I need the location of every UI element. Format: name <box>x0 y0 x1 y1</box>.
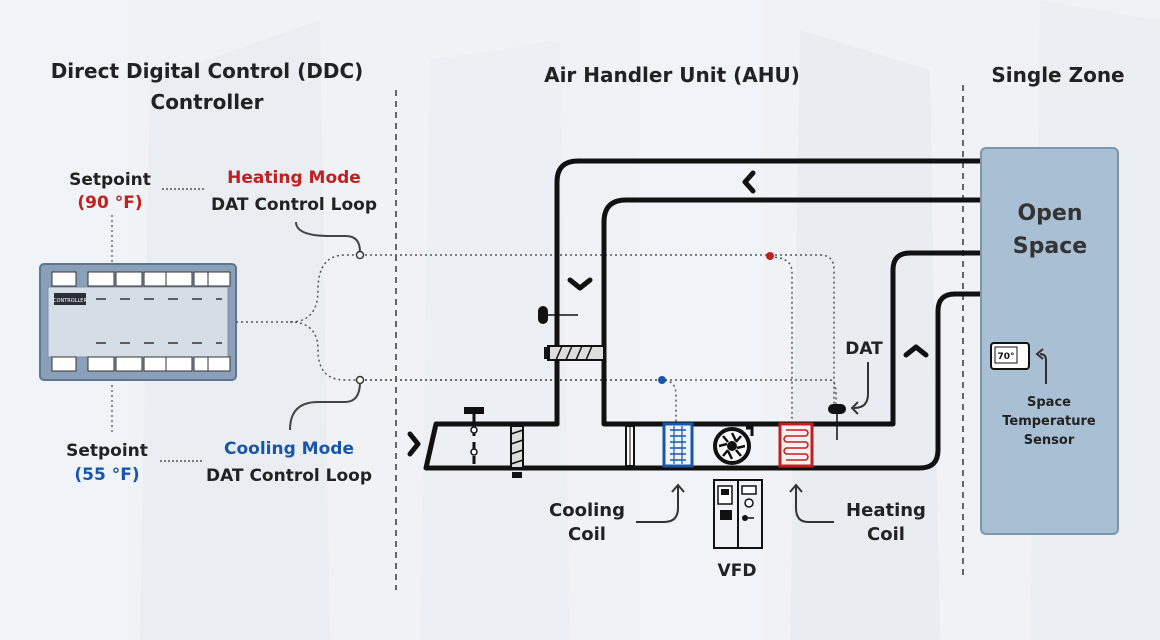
vfd-label: VFD <box>718 561 757 581</box>
outside-air-arrow-icon <box>407 431 421 457</box>
heating-mode-label: Heating Mode <box>227 168 361 188</box>
zone-panel <box>980 147 1119 535</box>
cooling-coil-callout-arrow <box>636 486 679 523</box>
ahu-title: Air Handler Unit (AHU) <box>544 63 800 87</box>
heating-coil <box>778 422 814 468</box>
heating-coil-callout-arrow <box>795 486 834 523</box>
return-down-arrow-icon <box>567 277 593 291</box>
ddc-title-line2: Controller <box>151 90 264 114</box>
heating-loop-label: DAT Control Loop <box>211 195 377 215</box>
heating-loop-node <box>355 250 365 260</box>
supply-duct-outer <box>423 291 988 471</box>
return-duct-inner <box>601 197 988 427</box>
sensor-label-line3: Sensor <box>1024 433 1075 448</box>
cooling-coil <box>662 422 694 468</box>
prefilter <box>625 425 635 467</box>
zone-space-line1: Open <box>1017 201 1082 226</box>
supply-up-arrow-icon <box>903 344 929 358</box>
terminal-strip-bottom <box>87 356 231 372</box>
heating-coil-label-line1: Heating <box>846 500 926 521</box>
sensor-label-line2: Temperature <box>1002 414 1096 429</box>
heating-loop-callout <box>295 221 361 253</box>
cooling-coil-label-line1: Cooling <box>549 500 625 521</box>
dat-signal <box>360 379 837 410</box>
vfd-cabinet <box>713 479 763 549</box>
return-air-arrow-icon <box>742 170 756 194</box>
controller-screen-label: CONTROLLER <box>53 298 87 304</box>
heating-signal-dot <box>766 252 774 260</box>
thermostat-reading: 70° <box>997 352 1014 362</box>
heating-signal-path <box>360 254 835 410</box>
dat-label: DAT <box>845 339 883 359</box>
cooling-loop-node <box>355 375 365 385</box>
return-duct-outer <box>554 158 988 427</box>
heating-setpoint-label: Setpoint <box>69 170 151 190</box>
return-air-damper <box>544 345 605 361</box>
dat-callout-arrowhead-icon <box>850 401 859 415</box>
terminal-strip-top <box>87 271 231 287</box>
cooling-signal-dot <box>658 376 666 384</box>
zone-title: Single Zone <box>991 63 1124 87</box>
cooling-setpoint-value: (55 °F) <box>74 465 139 485</box>
cooling-callout-arrowhead-icon <box>671 483 685 493</box>
thermostat-callout-arrowhead-icon <box>1035 348 1044 360</box>
dat-sensor <box>828 404 846 440</box>
cooling-coil-label-line2: Coil <box>568 524 606 545</box>
cooling-signal-path <box>360 379 677 422</box>
cooling-mode-label: Cooling Mode <box>224 439 354 459</box>
zone-space-line2: Space <box>1013 234 1087 259</box>
outside-air-damper <box>464 407 484 466</box>
return-temp-sensor <box>538 306 578 324</box>
cooling-setpoint-label: Setpoint <box>66 441 148 461</box>
filter <box>510 425 524 478</box>
supply-fan-icon <box>713 426 754 465</box>
ddc-title-line1: Direct Digital Control (DDC) <box>51 59 364 83</box>
controller-screen <box>54 293 86 305</box>
heating-callout-arrowhead-icon <box>789 483 803 493</box>
thermostat-callout-arrow <box>1039 353 1047 384</box>
control-signal-wiring <box>236 254 837 424</box>
ddc-controller: CONTROLLER <box>39 263 237 381</box>
cooling-loop-label: DAT Control Loop <box>206 466 372 486</box>
sensor-label-line1: Space <box>1027 395 1071 410</box>
cooling-loop-callout <box>289 381 361 431</box>
heating-setpoint-value: (90 °F) <box>77 193 142 213</box>
heating-coil-signal <box>769 256 793 424</box>
dat-callout-arrow <box>853 362 869 409</box>
ahu-ductwork <box>423 158 988 471</box>
heating-coil-label-line2: Coil <box>867 524 905 545</box>
thermostat-icon <box>990 342 1030 370</box>
